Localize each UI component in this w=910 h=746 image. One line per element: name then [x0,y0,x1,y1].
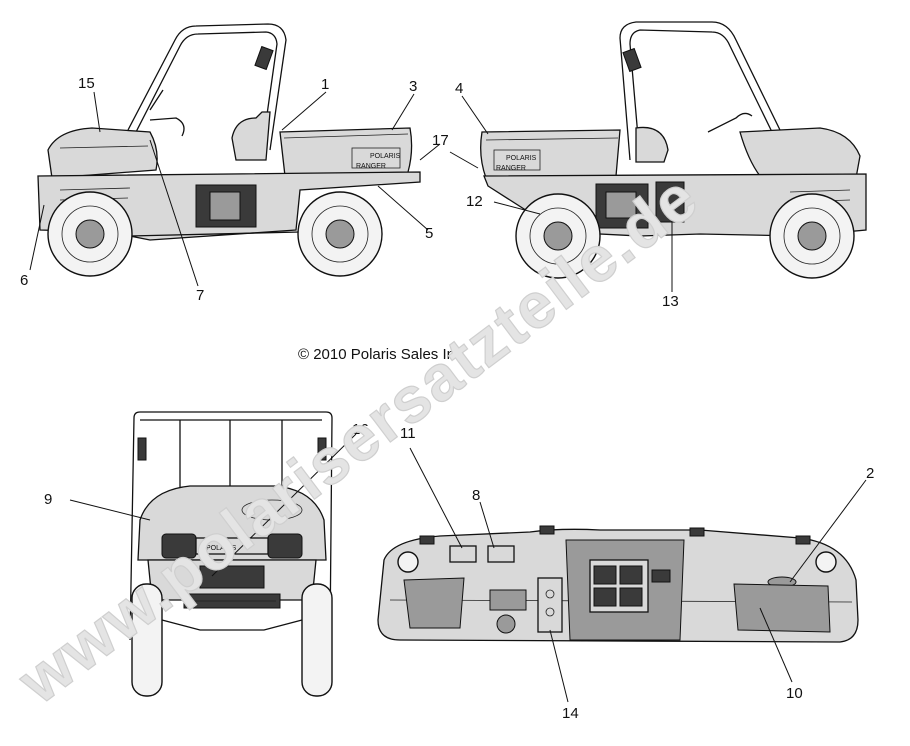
callout-8: 8 [472,487,480,504]
callout-6: 6 [20,272,28,289]
leader-lines [29,91,867,703]
vehicle-front-view: POLARIS [129,411,333,697]
bed-decal-brand-left: POLARIS [370,153,401,160]
callout-13: 13 [662,293,679,310]
cage-light [254,45,274,71]
callout-4: 4 [455,80,463,97]
cage-light [622,47,642,73]
callout-5: 5 [425,225,433,242]
callout-12: 12 [466,193,483,210]
callout-3: 3 [409,78,417,95]
callout-7: 7 [196,287,204,304]
dashboard-panel [377,525,859,643]
copyright-text: © 2010 Polaris Sales Inc. [298,346,467,363]
callout-1: 1 [321,76,329,93]
decal-8 [487,545,515,563]
callout-2: 2 [866,465,874,482]
callout-15: 15 [78,75,95,92]
bed-decal-model-left: RANGER [356,163,386,170]
decal-11 [449,545,477,563]
callout-10: 10 [786,685,803,702]
callout-9: 9 [44,491,52,508]
decal-14 [537,577,563,633]
callout-16: 16 [352,421,369,438]
callout-11: 11 [400,425,416,442]
bed-decal-brand-right: POLARIS [506,155,537,162]
callouts: 1 3 4 17 5 6 7 15 12 13 9 16 11 8 2 10 1… [20,75,874,722]
callout-17: 17 [432,132,449,149]
vehicle-left-side-view: POLARIS RANGER [37,23,421,277]
bed-decal-model-right: RANGER [496,165,526,172]
callout-14: 14 [562,705,579,722]
front-decal-brand: POLARIS [206,545,237,552]
vehicle-right-side-view: POLARIS RANGER [480,21,867,279]
